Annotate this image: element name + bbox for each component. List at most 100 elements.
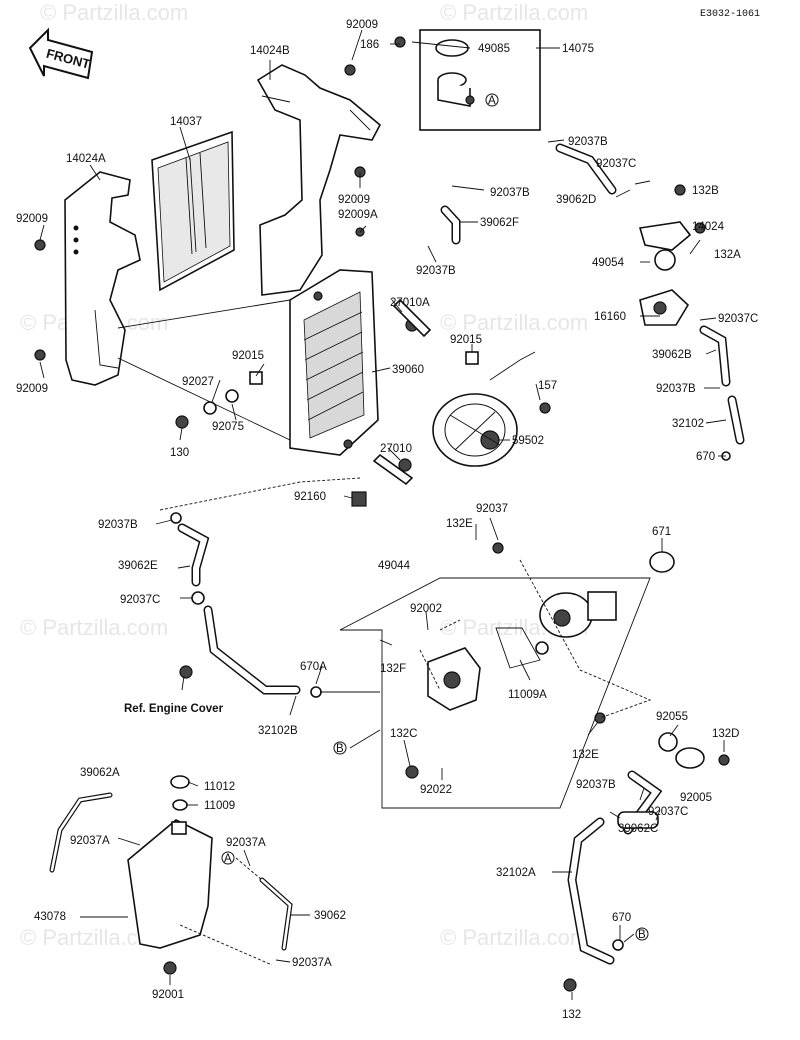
part-label: 39062B xyxy=(652,349,692,361)
reservoir-tank-43078 xyxy=(127,775,213,949)
part-label: 92037B xyxy=(656,383,696,395)
hoses xyxy=(49,143,745,965)
part-label: 132C xyxy=(390,728,418,740)
part-label: 49085 xyxy=(478,43,510,55)
part-labels: 92009 186 49085 14075 14024B 14037 14024… xyxy=(16,19,758,1021)
part-label: 132B xyxy=(692,185,719,197)
circled-letters: A B A B xyxy=(221,93,649,941)
part-label: 14037 xyxy=(170,116,202,128)
part-label: 39062 xyxy=(314,910,346,922)
part-label: 11009 xyxy=(204,800,235,812)
leader-lines xyxy=(39,29,727,1000)
part-label: 92009 xyxy=(346,19,378,31)
part-label: 59502 xyxy=(512,435,544,447)
diagram-code: E3032-1061 xyxy=(700,9,760,20)
part-label: 39062A xyxy=(80,767,120,779)
fasteners xyxy=(34,36,731,992)
part-label: 49054 xyxy=(592,257,625,269)
part-label: 92037B xyxy=(576,779,616,791)
watermark: © Partzilla.com xyxy=(20,615,168,640)
part-label: 32102B xyxy=(258,725,298,737)
misc-parts xyxy=(372,298,705,829)
part-label: 92015 xyxy=(232,350,264,362)
part-label: 132 xyxy=(562,1009,581,1021)
part-label: 132E xyxy=(446,518,473,530)
part-label: 132F xyxy=(380,663,406,675)
part-label: 92005 xyxy=(680,792,712,804)
part-label: 92037C xyxy=(718,313,758,325)
part-label: 39062C xyxy=(618,823,658,835)
part-label: 92037C xyxy=(648,806,688,818)
watermark: © Partzilla.com xyxy=(440,310,588,335)
fan-59502 xyxy=(432,351,536,467)
part-label: 92002 xyxy=(410,603,442,615)
ref-letter-a: A xyxy=(488,95,496,107)
part-label: 14024 xyxy=(692,221,725,233)
part-label: 39062E xyxy=(118,560,158,572)
ref-letter-b: B xyxy=(336,743,344,755)
part-label: 92037C xyxy=(120,594,160,606)
part-label: 11012 xyxy=(204,781,235,793)
ref-letter-b: B xyxy=(638,929,646,941)
part-label: 32102A xyxy=(496,867,536,879)
part-label: 92015 xyxy=(450,334,482,346)
part-label: 132A xyxy=(714,249,741,261)
part-label: 92027 xyxy=(182,376,214,388)
front-arrow: FRONT xyxy=(28,27,94,80)
part-label: 92001 xyxy=(152,989,184,1001)
part-label: 92037A xyxy=(226,837,266,849)
part-label: 92037A xyxy=(70,835,110,847)
part-label: 92009 xyxy=(16,383,48,395)
part-label: 92009A xyxy=(338,209,378,221)
part-label: 92037C xyxy=(596,158,636,170)
part-label: 92037B xyxy=(98,519,138,531)
part-label: 32102 xyxy=(672,418,704,430)
part-label: 92037 xyxy=(476,503,508,515)
part-label: 186 xyxy=(360,39,379,51)
water-pump-49044 xyxy=(339,551,675,809)
part-label: 132D xyxy=(712,728,740,740)
part-label: 92037B xyxy=(490,187,530,199)
part-label: 92009 xyxy=(338,194,370,206)
part-label: 27010A xyxy=(390,297,430,309)
shroud-14024A xyxy=(64,171,141,386)
part-label: 92160 xyxy=(294,491,326,503)
ref-engine-cover-label: Ref. Engine Cover xyxy=(124,703,224,715)
part-label: 92037B xyxy=(568,136,608,148)
part-label: 14024A xyxy=(66,153,106,165)
watermark: © Partzilla.com xyxy=(440,925,588,950)
filler-neck-14075 xyxy=(419,29,541,131)
part-label: 14075 xyxy=(562,43,594,55)
shroud-14024B xyxy=(256,64,382,296)
part-label: 130 xyxy=(170,447,189,459)
part-label: 14024B xyxy=(250,45,290,57)
part-label: 92009 xyxy=(16,213,48,225)
part-label: 92037A xyxy=(292,957,332,969)
part-label: 157 xyxy=(538,380,557,392)
part-label: 92055 xyxy=(656,711,688,723)
thermostat-housing xyxy=(638,221,692,326)
part-label: 670A xyxy=(300,661,327,673)
part-label: 670 xyxy=(696,451,715,463)
part-label: 92075 xyxy=(212,421,244,433)
part-label: 43078 xyxy=(34,911,66,923)
part-label: 671 xyxy=(652,526,671,538)
part-label: 92022 xyxy=(420,784,452,796)
part-label: 27010 xyxy=(380,443,412,455)
part-label: 670 xyxy=(612,912,631,924)
ref-letter-a: A xyxy=(224,853,232,865)
part-label: 39060 xyxy=(392,364,424,376)
part-label: 16160 xyxy=(594,311,626,323)
watermark: © Partzilla.com xyxy=(440,0,588,25)
part-label: 49044 xyxy=(378,560,411,572)
part-label: 132E xyxy=(572,749,599,761)
part-label: 39062F xyxy=(480,217,519,229)
radiator-39060 xyxy=(289,269,379,456)
part-label: 92037B xyxy=(416,265,456,277)
part-label: 11009A xyxy=(508,689,547,701)
part-label: 39062D xyxy=(556,194,596,206)
grille-14037 xyxy=(151,130,235,292)
watermark: © Partzilla.com xyxy=(40,0,188,25)
